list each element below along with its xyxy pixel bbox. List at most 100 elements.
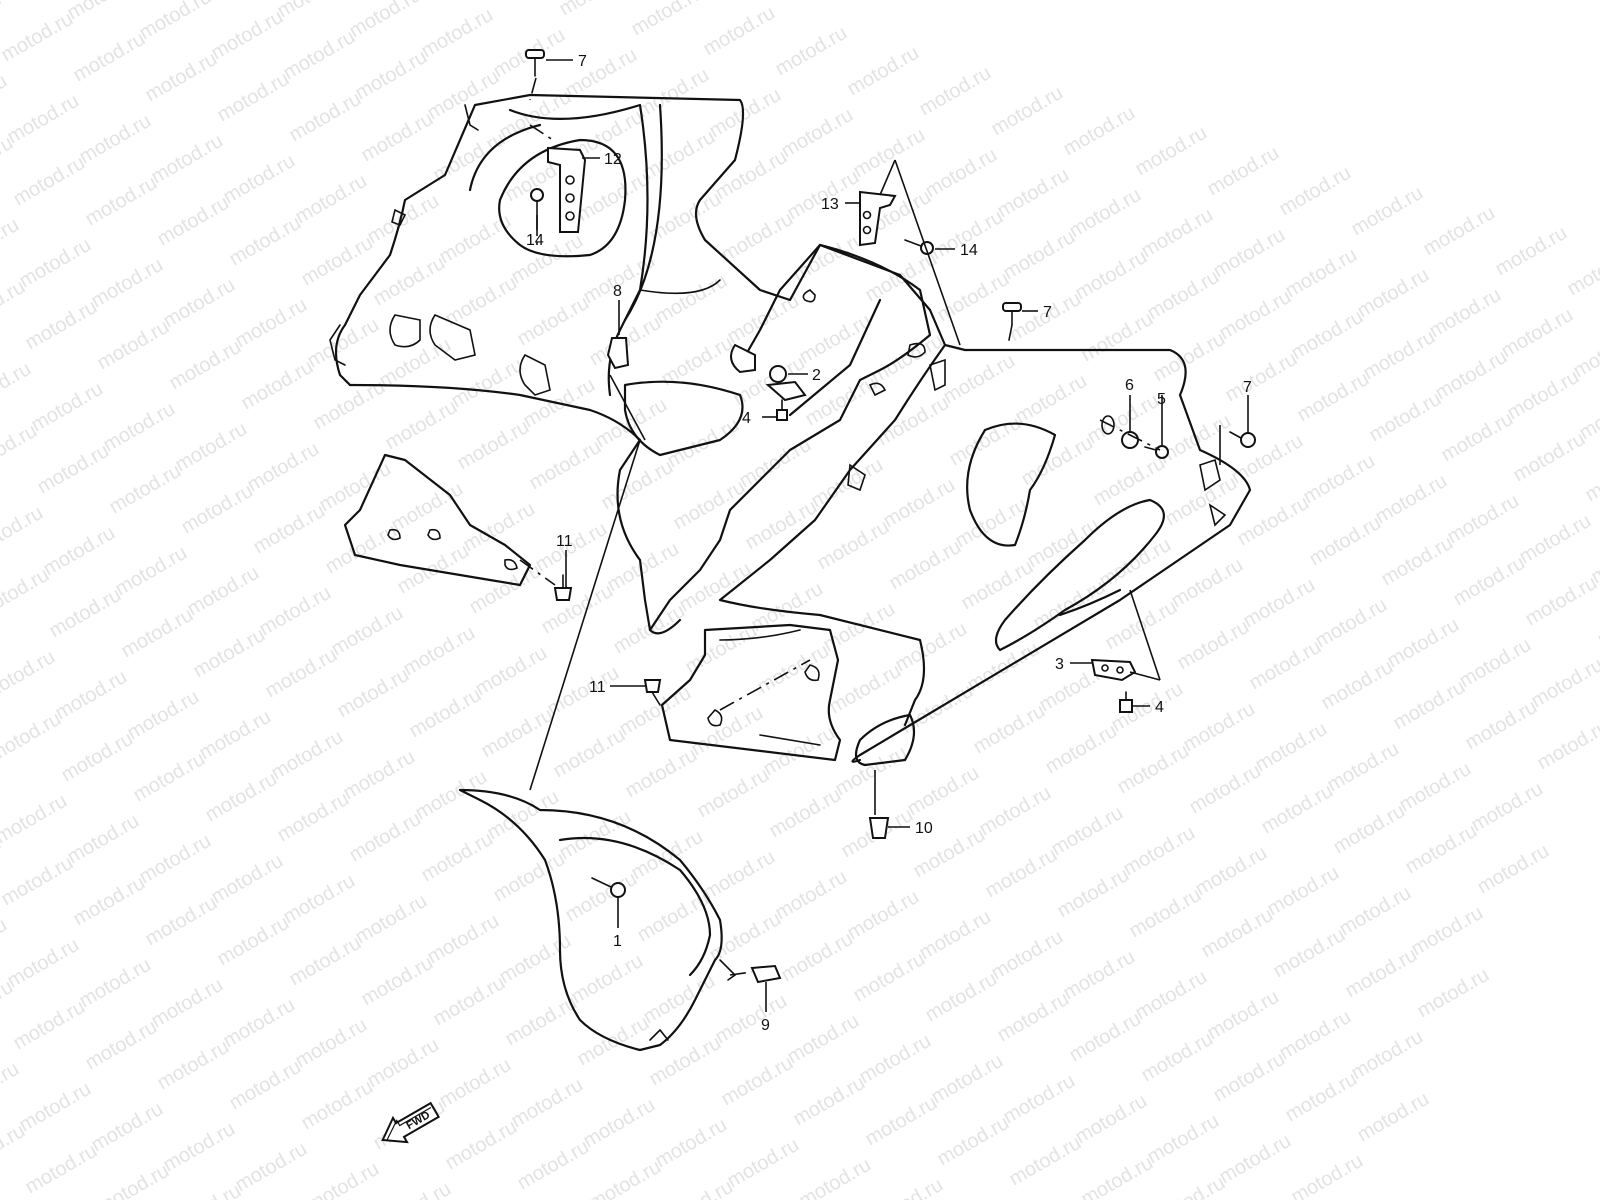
watermark-text: motod.ru (1516, 510, 1595, 569)
watermark-text: motod.ru (472, 642, 551, 701)
watermark-text: motod.ru (754, 640, 833, 699)
watermark-text: motod.ru (778, 928, 857, 987)
watermark-text: motod.ru (280, 26, 359, 85)
watermark-text: motod.ru (622, 744, 701, 803)
watermark-text: motod.ru (232, 294, 311, 353)
watermark-text: motod.ru (1366, 388, 1445, 447)
watermark-text: motod.ru (994, 988, 1073, 1047)
watermark-text: motod.ru (694, 764, 773, 823)
watermark-text: motod.ru (1468, 778, 1547, 837)
watermark-text: motod.ru (1204, 986, 1283, 1045)
watermark-text: motod.ru (946, 412, 1025, 471)
watermark-text: motod.ru (1498, 304, 1577, 363)
watermark-text: motod.ru (0, 70, 11, 129)
watermark-text: motod.ru (382, 396, 461, 455)
watermark-text: motod.ru (292, 1014, 371, 1073)
watermark-text: motod.ru (10, 152, 89, 211)
watermark-text: motod.ru (856, 1030, 935, 1089)
watermark-text: motod.ru (1378, 532, 1457, 591)
watermark-text: motod.ru (1330, 800, 1409, 859)
watermark-text: motod.ru (1396, 758, 1475, 817)
watermark-text: motod.ru (1456, 634, 1535, 693)
watermark-text: motod.ru (1000, 226, 1079, 285)
callout-11-lower: 11 (589, 679, 606, 696)
watermark-text: motod.ru (226, 212, 305, 271)
watermark-text: motod.ru (1270, 924, 1349, 983)
watermark-text: motod.ru (1252, 718, 1331, 777)
callout-4-left: 4 (742, 410, 751, 427)
watermark-text: motod.ru (184, 562, 263, 621)
watermark-text: motod.ru (190, 624, 269, 683)
watermark-text: motod.ru (940, 350, 1019, 409)
watermark-text: motod.ru (916, 62, 995, 121)
watermark-text: motod.ru (988, 82, 1067, 141)
watermark-text: motod.ru (0, 0, 5, 46)
watermark-text: motod.ru (196, 706, 275, 765)
watermark-text: motod.ru (640, 970, 719, 1029)
watermark-text: motod.ru (352, 890, 431, 949)
watermark-text: motod.ru (634, 888, 713, 947)
watermark-text: motod.ru (424, 66, 503, 125)
watermark-text: motod.ru (358, 952, 437, 1011)
clip-11-lower-icon (643, 679, 662, 706)
watermark-text: motod.ru (1162, 472, 1241, 531)
watermark-text: motod.ru (568, 950, 647, 1009)
callout-3: 3 (1055, 656, 1064, 673)
watermark-text: motod.ru (148, 130, 227, 189)
watermark-text: motod.ru (628, 0, 707, 40)
watermark-text: motod.ru (1360, 326, 1439, 385)
watermark-text: motod.ru (1282, 1068, 1361, 1127)
watermark-text: motod.ru (1048, 802, 1127, 861)
watermark-text: motod.ru (976, 782, 1055, 841)
watermark-text: motod.ru (1138, 1028, 1217, 1087)
watermark-text: motod.ru (988, 926, 1067, 985)
watermark-text: motod.ru (922, 144, 1001, 203)
watermark-text: motod.ru (46, 584, 125, 643)
watermark-text: motod.ru (526, 436, 605, 495)
watermark-text: motod.ru (298, 1076, 377, 1135)
watermark-text: motod.ru (448, 354, 527, 413)
watermark-text: motod.ru (1582, 448, 1600, 507)
watermark-text: motod.ru (166, 336, 245, 395)
watermark-text: motod.ru (1066, 1008, 1145, 1067)
watermark-text: motod.ru (1246, 636, 1325, 695)
watermark-text: motod.ru (1042, 720, 1121, 779)
watermark-text: motod.ru (244, 438, 323, 497)
watermark-text: motod.ru (538, 580, 617, 639)
watermark-text: motod.ru (808, 454, 887, 513)
watermark-text: motod.ru (22, 296, 101, 355)
watermark-text: motod.ru (0, 8, 77, 67)
watermark-text: motod.ru (94, 1160, 173, 1200)
watermark-text: motod.ru (1450, 552, 1529, 611)
watermark-text: motod.ru (1054, 864, 1133, 923)
watermark-text: motod.ru (964, 638, 1043, 697)
watermark-text: motod.ru (1144, 1110, 1223, 1169)
watermark-text: motod.ru (208, 850, 287, 909)
watermark-text: motod.ru (334, 664, 413, 723)
watermark-text: motod.ru (646, 1032, 725, 1091)
watermark-text: motod.ru (64, 810, 143, 869)
watermark-text: motod.ru (286, 932, 365, 991)
watermark-text: motod.ru (1192, 842, 1271, 901)
watermark-text: motod.ru (76, 110, 155, 169)
watermark-text: motod.ru (1216, 1130, 1295, 1189)
watermark-text: motod.ru (1444, 490, 1523, 549)
watermark-text: motod.ru (574, 168, 653, 227)
watermark-text: motod.ru (1018, 432, 1097, 491)
watermark-text: motod.ru (1132, 966, 1211, 1025)
watermark-text: motod.ru (706, 84, 785, 143)
watermark-text: motod.ru (592, 394, 671, 453)
watermark-text: motod.ru (70, 872, 149, 931)
watermark-text: motod.ru (1348, 1026, 1427, 1085)
callout-7-mid: 7 (1043, 304, 1052, 321)
watermark-text: motod.ru (1150, 1172, 1229, 1200)
watermark-text: motod.ru (712, 990, 791, 1049)
watermark-text: motod.ru (1300, 450, 1379, 509)
watermark-text: motod.ru (1090, 452, 1169, 511)
fwd-arrow-icon: FWD (381, 1101, 441, 1144)
watermark-text: motod.ru (418, 4, 497, 63)
watermark-text: motod.ru (514, 1136, 593, 1195)
watermark-text: motod.ru (232, 1138, 311, 1197)
watermark-text: motod.ru (430, 972, 509, 1031)
watermark-text: motod.ru (1384, 614, 1463, 673)
